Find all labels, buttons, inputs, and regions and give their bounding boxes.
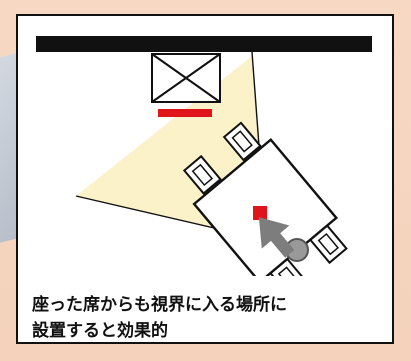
placement-diagram <box>36 36 372 276</box>
target-red-mark <box>253 206 267 220</box>
ceiling-device-icon <box>151 53 221 103</box>
arrow-icon <box>258 217 295 258</box>
caption-line-1: 座った席からも視界に入る場所に <box>32 295 287 315</box>
device-red-mark <box>158 109 212 117</box>
caption: 座った席からも視界に入る場所に 設置すると効果的 <box>32 292 382 344</box>
wall-bar <box>36 36 372 52</box>
caption-line-2: 設置すると効果的 <box>32 321 168 341</box>
illustration-card: 座った席からも視界に入る場所に 設置すると効果的 <box>16 14 394 344</box>
